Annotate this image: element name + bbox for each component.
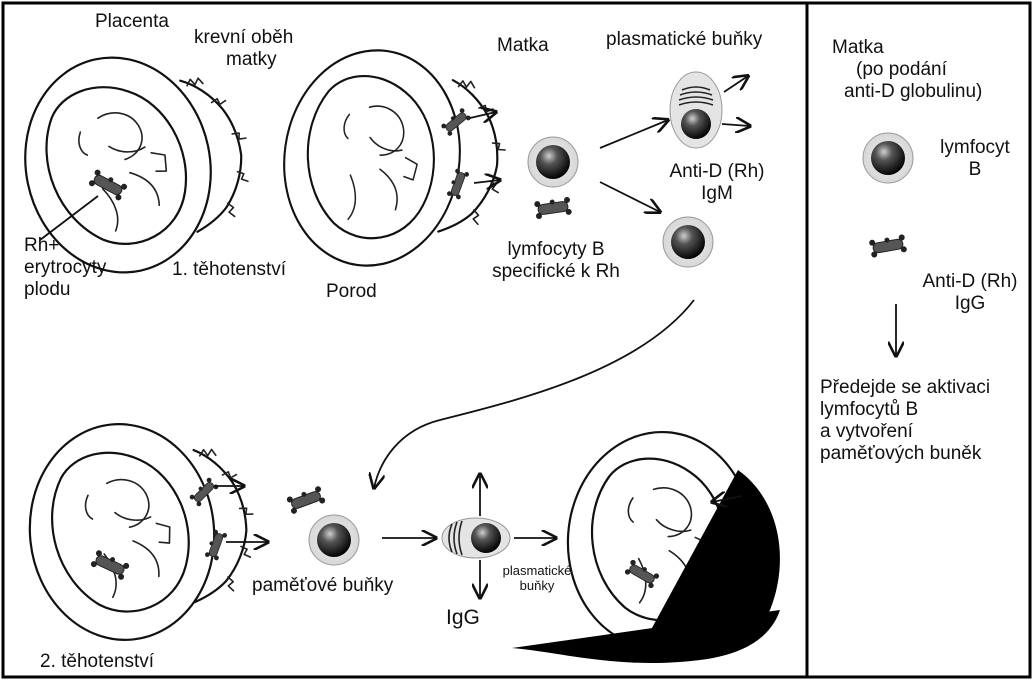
right-lymphocyte <box>850 120 925 192</box>
label-first-pregnancy: 1. těhotenství <box>172 258 286 281</box>
right-result-line-3: a vytvoření <box>820 420 913 443</box>
right-label-anti-d-rh: Anti-D (Rh) <box>910 270 1030 293</box>
label-plasmaticke-top: plasmatické buňky <box>606 28 762 51</box>
label-erytrocyty: erytrocyty <box>24 256 106 279</box>
right-label-matka: Matka <box>832 36 884 59</box>
label-lymfocyty-b: lymfocyty B <box>476 238 636 261</box>
curve-arrow <box>374 300 694 488</box>
affected-fetus <box>512 426 780 663</box>
label-rh-plus: Rh+ <box>24 234 59 257</box>
right-label-igg: IgG <box>910 292 1030 315</box>
label-igm: IgM <box>660 182 774 205</box>
birth-fetus <box>270 39 509 277</box>
second-pregnancy-fetus <box>19 415 268 649</box>
b-lymphocyte-top <box>515 124 590 219</box>
right-label-lymfocyt: lymfocyt <box>930 136 1020 159</box>
label-pametove-bunky: paměťové buňky <box>252 574 393 597</box>
label-plodu: plodu <box>24 278 71 301</box>
label-specificke-k-rh: specifické k Rh <box>476 260 636 283</box>
label-bunky-small: buňky <box>488 579 586 593</box>
label-porod: Porod <box>326 280 377 303</box>
right-result-line-2: lymfocytů B <box>820 398 918 421</box>
label-igg-bottom: IgG <box>446 606 480 629</box>
plasma-cell-top <box>670 72 722 148</box>
right-result-line-1: Předejde se aktivaci <box>820 376 990 399</box>
right-label-po-podani: (po podání <box>856 58 947 81</box>
memory-b-cell <box>286 485 372 574</box>
right-label-b: B <box>930 158 1020 181</box>
label-matka-top: Matka <box>497 34 549 57</box>
label-krevni-obeh: krevní oběh <box>194 26 293 49</box>
right-label-anti-d-globulinu: anti-D globulinu) <box>844 80 982 103</box>
plasma-cell-bottom <box>442 518 510 558</box>
right-anti-d-complex <box>859 222 916 266</box>
label-plasmaticke-small: plasmatické <box>488 564 586 578</box>
label-anti-d-rh-top: Anti-D (Rh) <box>660 160 774 183</box>
label-second-pregnancy: 2. těhotenství <box>40 650 154 673</box>
igm-antibody <box>755 114 784 142</box>
b-lymphocyte-copy <box>650 204 725 276</box>
label-placenta: Placenta <box>95 10 169 33</box>
igm-antibody <box>755 52 784 80</box>
label-matky: matky <box>226 48 277 71</box>
right-result-line-4: paměťových buněk <box>820 442 981 465</box>
